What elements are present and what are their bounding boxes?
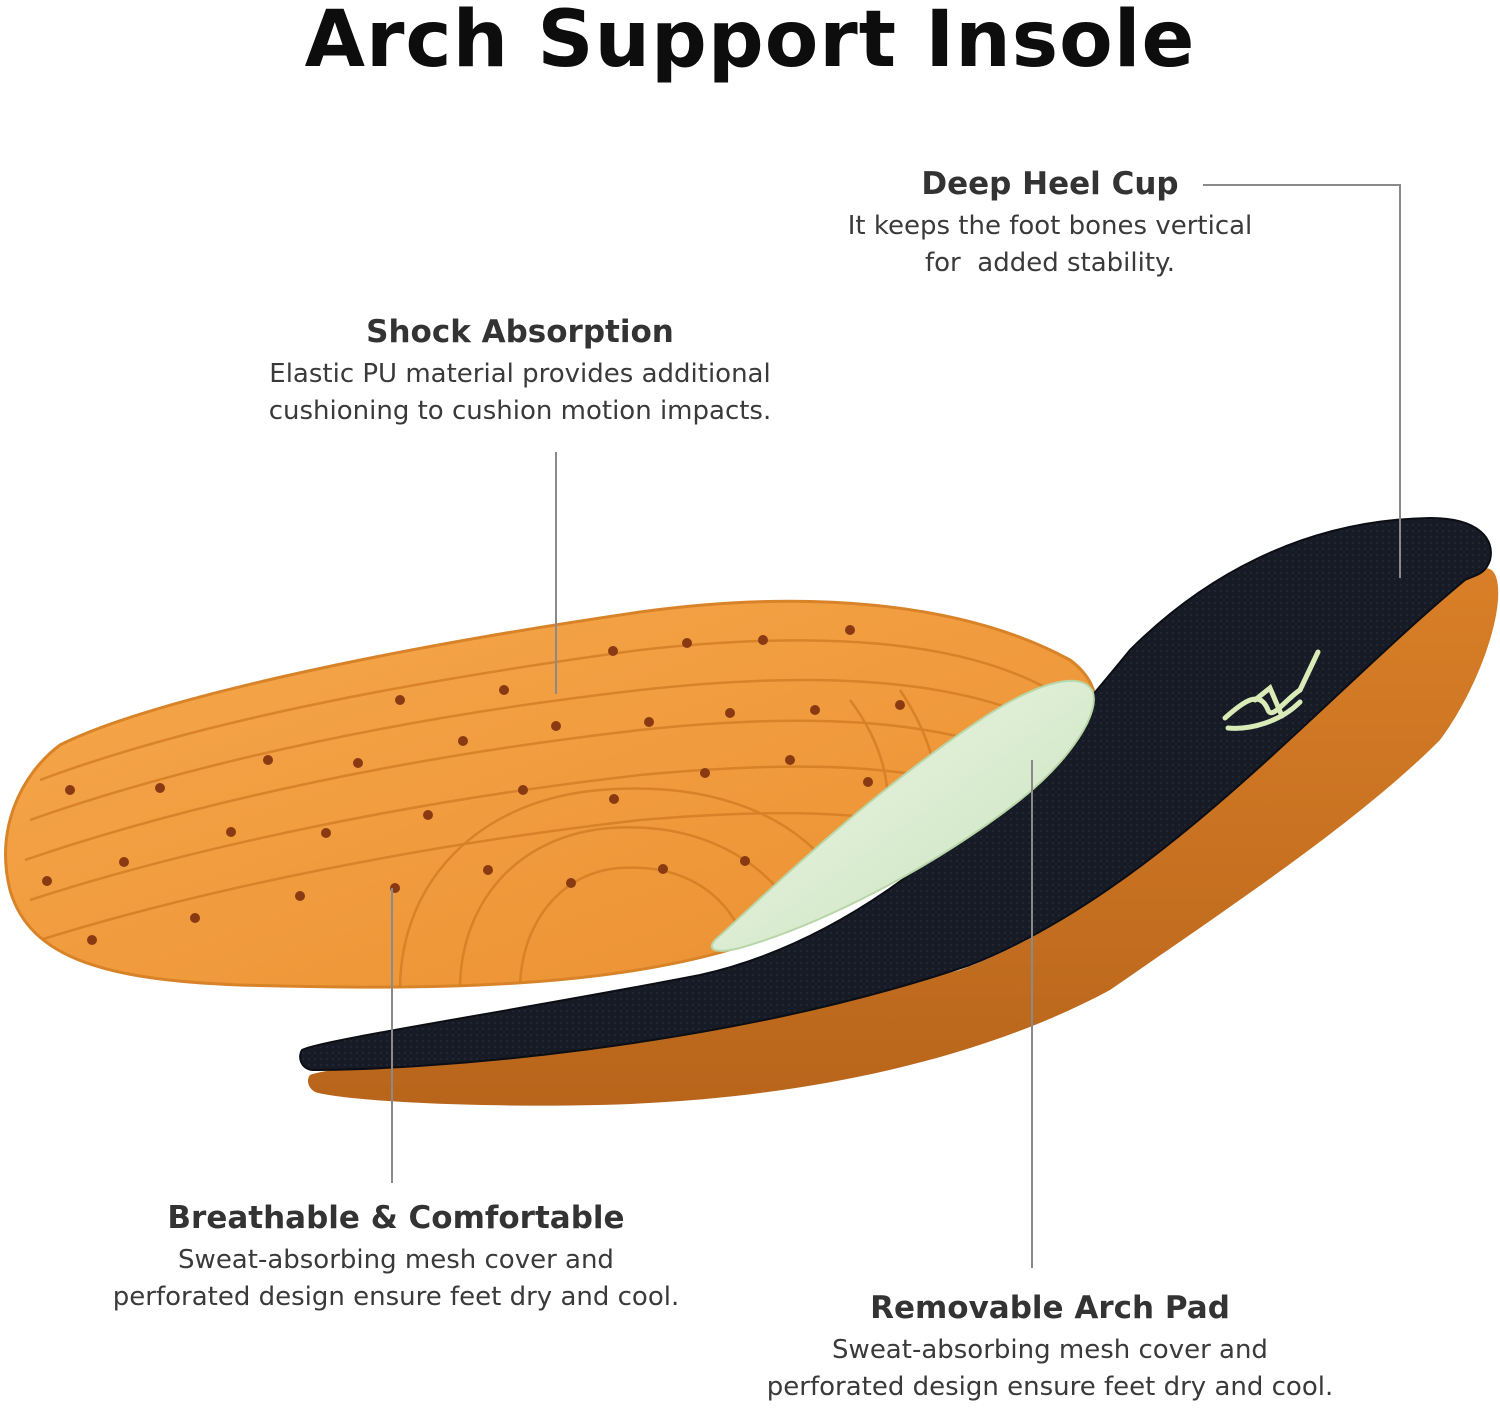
brand-logo-icon (1222, 649, 1321, 731)
callout-shock-absorption: Shock Absorption Elastic PU material pro… (205, 314, 835, 430)
leader-line-heel-cup (1203, 184, 1401, 578)
callout-description-line: cushioning to cushion motion impacts. (268, 396, 772, 426)
callout-description-line: It keeps the foot bones vertical (847, 211, 1253, 241)
callout-description-line: Elastic PU material provides additional (269, 359, 771, 389)
insole-top-view (299, 516, 1499, 1106)
perforation-holes (42, 625, 905, 945)
callout-description: It keeps the foot bones vertical for add… (795, 208, 1305, 282)
callout-description: Elastic PU material provides additional … (205, 356, 835, 430)
callout-description-line: for added stability. (925, 248, 1175, 278)
callout-heading: Breathable & Comfortable (167, 1200, 625, 1236)
callout-description: Sweat-absorbing mesh cover and perforate… (705, 1332, 1395, 1406)
insole-mesh-top (299, 516, 1492, 1072)
callout-heading: Removable Arch Pad (870, 1290, 1230, 1326)
callout-heading: Deep Heel Cup (921, 166, 1179, 202)
callout-description: Sweat-absorbing mesh cover and perforate… (40, 1242, 752, 1316)
insole-side-wall (307, 568, 1499, 1106)
leader-lines (391, 184, 1401, 1268)
callout-description-line: Sweat-absorbing mesh cover and (178, 1245, 614, 1275)
callout-description-line: perforated design ensure feet dry and co… (112, 1282, 680, 1312)
arch-pad (710, 679, 1095, 952)
callout-breathable-comfortable: Breathable & Comfortable Sweat-absorbing… (40, 1200, 752, 1316)
callout-deep-heel-cup: Deep Heel Cup It keeps the foot bones ve… (795, 166, 1305, 282)
page-title: Arch Support Insole (304, 0, 1196, 85)
callout-removable-arch-pad: Removable Arch Pad Sweat-absorbing mesh … (705, 1290, 1395, 1406)
callout-heading: Shock Absorption (366, 314, 674, 350)
callout-description-line: Sweat-absorbing mesh cover and (832, 1335, 1268, 1365)
callout-description-line: perforated design ensure feet dry and co… (766, 1372, 1334, 1402)
